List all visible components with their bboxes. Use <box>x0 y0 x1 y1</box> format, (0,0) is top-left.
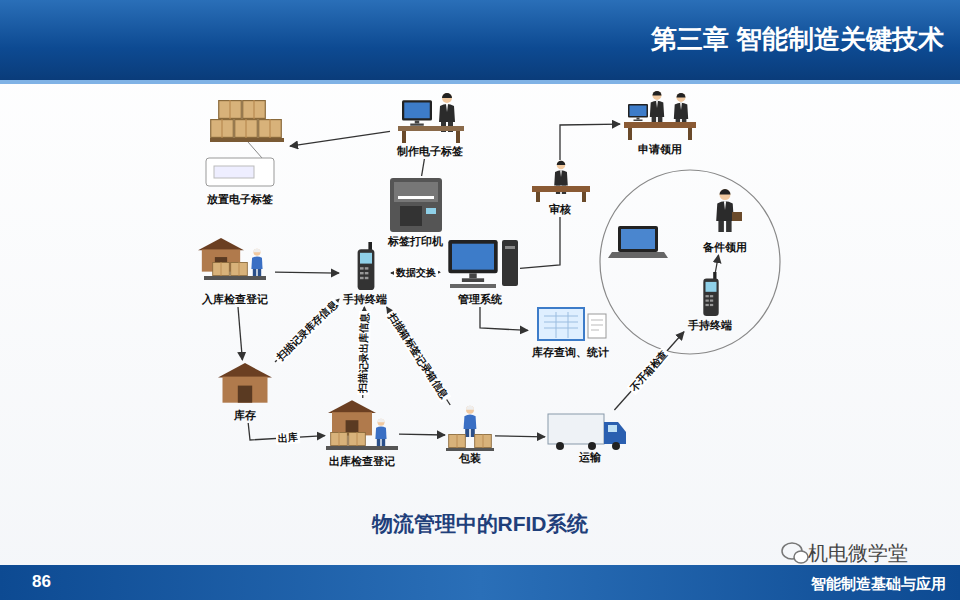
node-label: 管理系统 <box>458 292 502 307</box>
management-system-icon <box>448 240 518 288</box>
truck-icon <box>548 414 626 450</box>
laptop-icon <box>608 226 668 258</box>
node-label: 运输 <box>579 450 601 465</box>
node-label: 备件领用 <box>703 240 747 255</box>
icon-node: 申请领用 <box>620 90 700 157</box>
node-label: 制作电子标签 <box>397 144 463 159</box>
label-printer-icon <box>390 178 442 232</box>
icon-node: 标签打印机 <box>384 176 447 249</box>
flow-arrow <box>520 217 560 268</box>
slide-title: 第三章 智能制造关键技术 <box>651 22 944 57</box>
flow-arrow <box>238 307 242 360</box>
icon-node: 运输 <box>545 410 635 465</box>
apply-icon <box>624 91 696 140</box>
node-label: 审核 <box>549 202 571 217</box>
flow-arrow <box>422 159 425 176</box>
node-label: 手持终端 <box>343 292 387 307</box>
edge-label: 扫描记录库存信息 <box>273 297 341 364</box>
flow-arrow <box>275 272 339 273</box>
icon-node: 包装 <box>445 405 495 466</box>
packing-icon <box>446 406 494 451</box>
header-stripe <box>0 80 960 84</box>
icon-node: 库存 <box>215 360 275 423</box>
icon-node: 管理系统 <box>440 236 520 307</box>
diagram-caption: 物流管理中的RFID系统 <box>0 510 960 538</box>
tag-making-icon <box>398 93 464 143</box>
node-label: 库存查询、统计 <box>532 345 609 360</box>
node-label: 出库检查登记 <box>329 454 395 469</box>
icon-node: 备件领用 <box>699 182 751 255</box>
node-label: 放置电子标签 <box>207 192 273 207</box>
handheld-icon <box>358 242 375 290</box>
node-label: 手持终端 <box>688 318 732 333</box>
wechat-icon <box>782 543 808 563</box>
icon-node: 库存查询、统计 <box>528 305 613 360</box>
icon-node: 制作电子标签 <box>390 92 470 159</box>
flow-arrow <box>495 435 545 437</box>
inventory-query-icon <box>538 308 606 340</box>
handheld-icon <box>703 272 718 316</box>
warehouse-icon <box>218 363 272 403</box>
footer-text: 智能制造基础与应用 <box>811 575 946 594</box>
tag-placing-icon <box>206 100 284 186</box>
flow-arrow <box>715 255 718 272</box>
flow-arrow <box>290 131 390 146</box>
icon-node: 审核 <box>530 160 590 217</box>
icon-node: 手持终端 <box>684 272 736 333</box>
node-label: 标签打印机 <box>388 234 443 249</box>
edge-label: 出库 <box>275 431 300 444</box>
icon-node: 手持终端 <box>339 240 391 307</box>
inbound-check-icon <box>198 238 266 280</box>
node-label: 入库检查登记 <box>202 292 268 307</box>
review-icon <box>532 161 590 202</box>
flow-arrow <box>399 434 445 436</box>
icon-node: 出库检查登记 <box>325 398 399 469</box>
flow-arrow <box>480 307 528 330</box>
watermark: 机电微学堂 <box>808 540 908 567</box>
spare-part-icon <box>716 189 742 232</box>
edge-label: 不开箱检查 <box>627 347 672 395</box>
outbound-check-icon <box>326 400 398 450</box>
node-label: 库存 <box>234 408 256 423</box>
node-label: 包装 <box>459 451 481 466</box>
edge-label: 数据交换 <box>393 266 437 279</box>
flow-arrow <box>560 124 620 160</box>
edge-label: 扫描箱标签记录箱信息 <box>385 309 452 403</box>
icon-node: 放置电子标签 <box>190 100 290 207</box>
circle-outline <box>600 170 780 354</box>
icon-node: 入库检查登记 <box>195 236 275 307</box>
node-label: 申请领用 <box>638 142 682 157</box>
edge-label: 扫描记录出库信息 <box>357 310 371 394</box>
flow-arrow <box>614 332 684 410</box>
page-number: 86 <box>32 572 51 592</box>
